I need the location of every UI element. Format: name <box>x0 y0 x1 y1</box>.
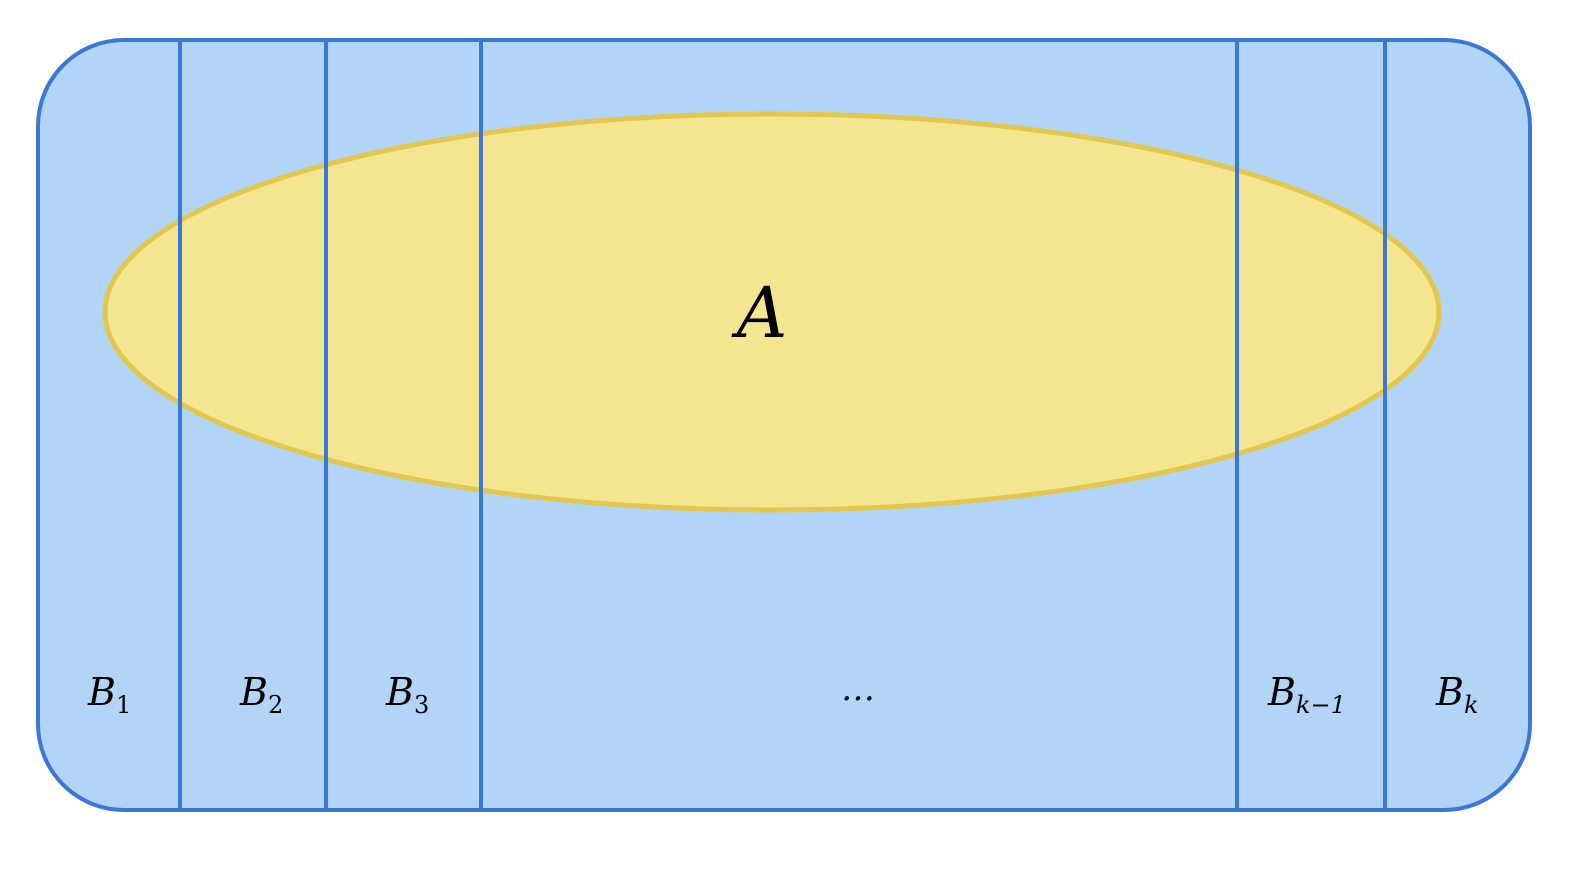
partition-label-b2-base: B <box>239 670 268 714</box>
partition-label-bk-base: B <box>1435 670 1464 714</box>
partition-label-b2-sub: 2 <box>268 691 283 719</box>
partition-label-b1-base: B <box>87 670 116 714</box>
partition-label-b3-base: B <box>385 670 414 714</box>
event-a-label: A <box>731 272 788 354</box>
partition-ellipsis: … <box>841 669 875 709</box>
partition-label-bk-minus-1: Bk−1 <box>1267 670 1346 719</box>
partition-label-bk-minus-1-base: B <box>1267 670 1296 714</box>
event-a-ellipse <box>102 111 1442 513</box>
partition-label-bk-sub: k <box>1464 691 1479 719</box>
partition-dividers <box>178 40 1387 810</box>
partition-label-b3: B3 <box>385 670 429 719</box>
partition-label-b1-sub: 1 <box>116 691 131 719</box>
partition-label-b2: B2 <box>239 670 283 719</box>
partition-label-bk: Bk <box>1435 670 1478 719</box>
partition-label-b1: B1 <box>87 670 131 719</box>
partition-label-bk-minus-1-sub: k−1 <box>1296 691 1346 719</box>
partition-label-b3-sub: 3 <box>414 691 429 719</box>
